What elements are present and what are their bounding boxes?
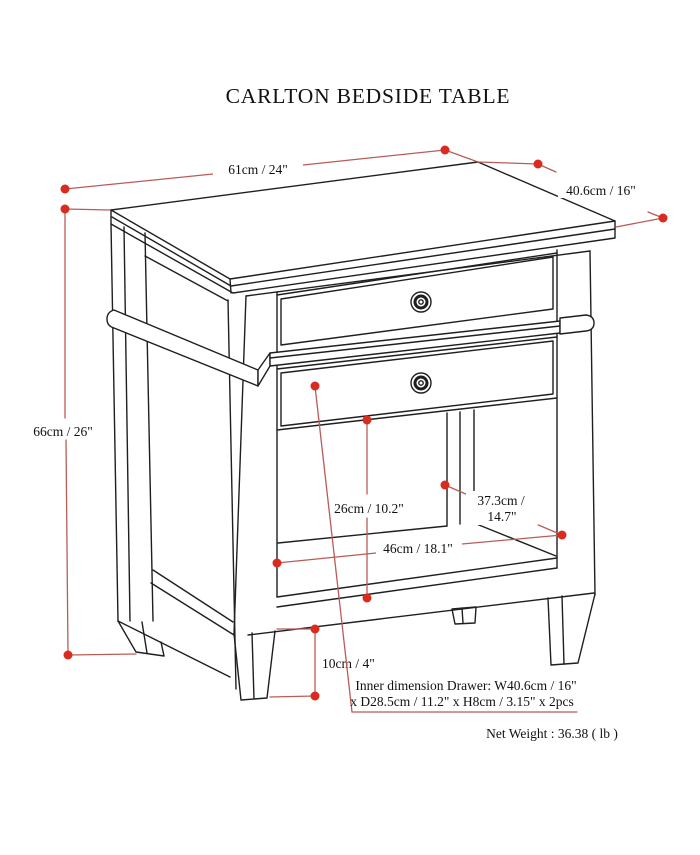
drawer-bottom-knob [410,372,432,394]
dimension-shelf-width: 46cm / 18.1" [272,534,563,568]
dimension-lines: 61cm / 24" 40.6cm / 16" 66cm / 26" [22,145,668,713]
leg-back-left [117,620,165,657]
leg-height-label: 10cm / 4" [322,656,375,671]
drawer-bottom [276,336,558,431]
shelf-depth-label-line1: 37.3cm / [477,493,524,508]
shelf-height-label: 26cm / 10.2" [334,501,404,516]
drawer-note-leader [310,381,578,713]
drawer-inner-note-line2: x D28.5cm / 11.2" x H8cm / 3.15" x 2pcs [350,694,574,709]
depth-label: 40.6cm / 16" [566,183,636,198]
mid-molding [106,309,595,387]
dimension-leg-height: 10cm / 4" [269,624,375,701]
leg-front-right [547,593,596,666]
drawer-top [276,252,558,346]
shelf-depth-label-line2: 14.7" [487,509,516,524]
shelf-width-label: 46cm / 18.1" [383,541,453,556]
dimension-shelf-height: 26cm / 10.2" [328,415,410,603]
open-shelf [276,409,558,608]
dimension-width: 61cm / 24" [60,145,539,194]
drawer-inner-note: Inner dimension Drawer: W40.6cm / 16" x … [350,678,576,709]
drawer-top-knob [410,291,432,313]
drawer-inner-note-line1: Inner dimension Drawer: W40.6cm / 16" [355,678,576,693]
page-title: CARLTON BEDSIDE TABLE [226,84,511,108]
net-weight-note: Net Weight : 36.38 ( lb ) [486,726,618,741]
table-top [110,161,616,294]
dimension-height: 66cm / 26" [22,204,137,660]
dimension-depth: 40.6cm / 16" [533,159,668,228]
bedside-table-drawing [106,161,616,701]
leg-front-left [233,630,276,701]
leg-back-right-foot [451,606,477,625]
dimension-shelf-depth: 37.3cm / 14.7" [440,480,567,540]
height-label: 66cm / 26" [33,424,93,439]
width-label: 61cm / 24" [228,162,288,177]
